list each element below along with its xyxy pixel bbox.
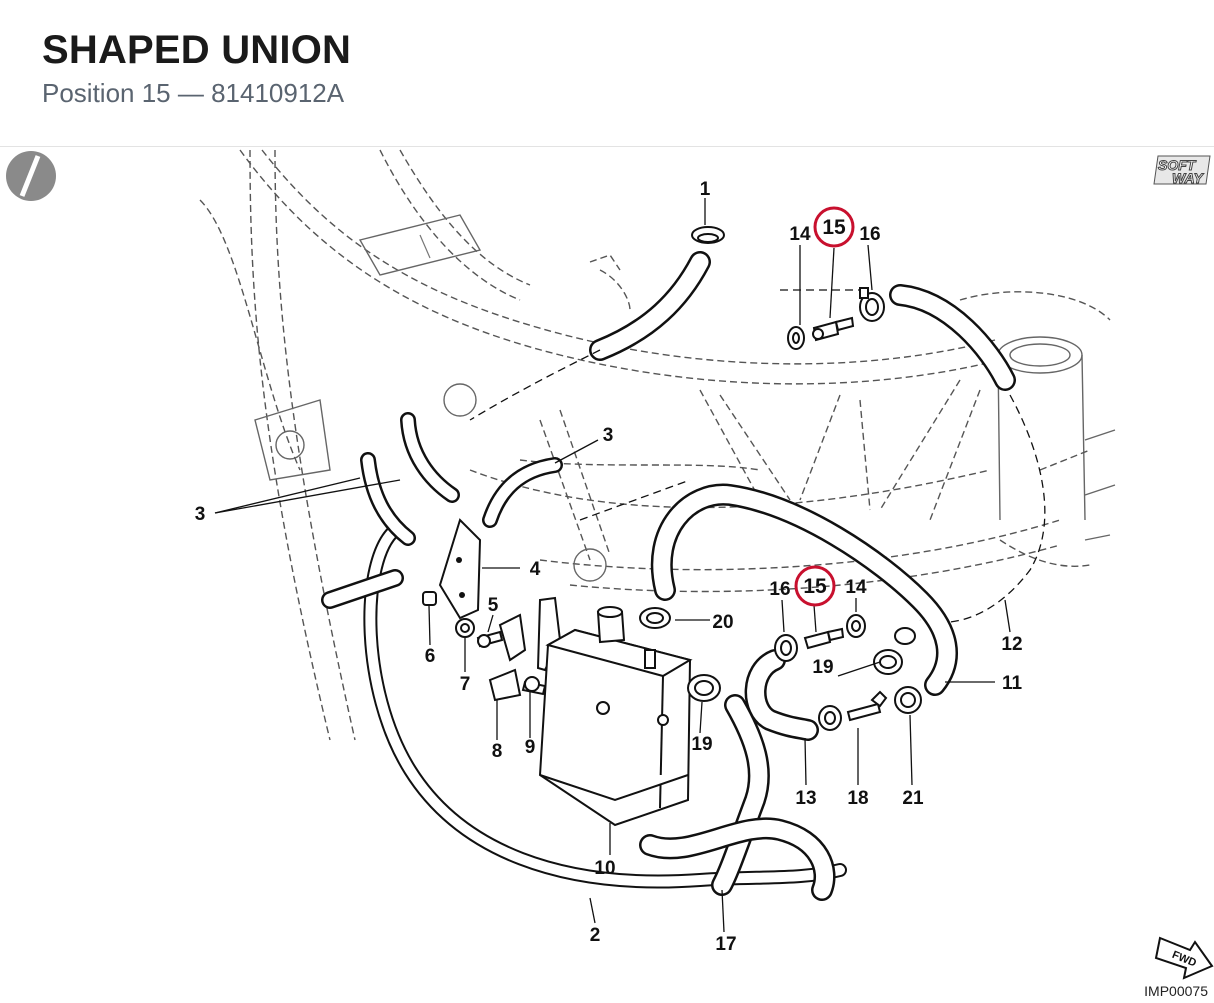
label-1[interactable]: 1 — [700, 179, 711, 200]
shaped-union-15-mid[interactable] — [803, 627, 845, 650]
washer-14-top — [787, 326, 805, 350]
label-16[interactable]: 16 — [769, 579, 790, 600]
screw-5 — [476, 630, 504, 648]
label-20[interactable]: 20 — [712, 612, 733, 633]
logo-text-soft: SOFT — [1158, 157, 1197, 173]
hose-2 — [363, 523, 847, 889]
label-18[interactable]: 18 — [847, 788, 868, 809]
label-13[interactable]: 13 — [795, 788, 816, 809]
highlight-ring-15-top — [813, 206, 855, 248]
hose-1-upper — [589, 251, 711, 361]
motorcycle-frame-outline — [199, 149, 1116, 741]
label-5[interactable]: 5 — [488, 595, 499, 616]
bracket-3-a — [400, 412, 460, 503]
label-21[interactable]: 21 — [902, 788, 924, 809]
plate-4 — [438, 518, 482, 620]
canister-10 — [538, 606, 693, 827]
softway-logo: SOFT WAY — [1153, 155, 1211, 187]
clamp-21 — [894, 686, 922, 714]
label-8[interactable]: 8 — [492, 741, 503, 762]
hose-11 — [650, 483, 958, 696]
image-code: IMP00075 — [1144, 983, 1208, 999]
label-17[interactable]: 17 — [715, 934, 736, 955]
exploded-parts-diagram: 1 14 15 16 3 3 4 5 6 7 8 9 10 11 12 13 1… — [0, 147, 1214, 1003]
label-16[interactable]: 16 — [859, 224, 880, 245]
hose-12 — [889, 284, 1046, 624]
diagram-svg: 1 14 15 16 3 3 4 5 6 7 8 9 10 11 12 13 1… — [6, 149, 1214, 999]
label-3[interactable]: 3 — [603, 425, 614, 446]
clamp-16-top — [859, 287, 885, 322]
bracket-3-c — [482, 457, 563, 528]
bracket-8 — [488, 596, 562, 702]
label-14[interactable]: 14 — [845, 577, 867, 598]
hose-13 — [744, 649, 819, 741]
label-10[interactable]: 10 — [594, 858, 615, 879]
label-11[interactable]: 11 — [1002, 673, 1023, 694]
fitting-18 — [818, 690, 888, 731]
label-12[interactable]: 12 — [1001, 634, 1022, 655]
screw-9 — [521, 676, 547, 696]
label-3[interactable]: 3 — [195, 504, 206, 525]
callout-labels: 1 14 15 16 3 3 4 5 6 7 8 9 10 11 12 13 1… — [195, 179, 1023, 955]
washer-14-mid — [846, 614, 866, 638]
label-7[interactable]: 7 — [460, 674, 471, 695]
nut-6 — [422, 591, 437, 606]
label-6[interactable]: 6 — [425, 646, 436, 667]
clamp-16-mid — [774, 634, 798, 662]
clamp-19-canister — [687, 674, 721, 702]
steering-head — [959, 291, 1116, 541]
shaped-union-15-top[interactable] — [812, 316, 855, 342]
highlight-ring-15-mid — [794, 565, 836, 607]
guide-line — [579, 479, 691, 521]
hose-end-11 — [894, 627, 916, 645]
logo-text-way: WAY — [1172, 170, 1205, 186]
label-2[interactable]: 2 — [590, 925, 601, 946]
spacer-7 — [455, 618, 475, 638]
label-19[interactable]: 19 — [691, 734, 712, 755]
clamp-1 — [691, 226, 725, 244]
leader-lines — [214, 198, 1011, 933]
fwd-arrow-icon: FWD — [1154, 936, 1214, 980]
label-19[interactable]: 19 — [812, 657, 833, 678]
bracket-3-b — [360, 452, 416, 546]
pipe-left — [321, 569, 404, 609]
diagram-badge-icon — [6, 151, 56, 201]
hose-17 — [639, 694, 836, 901]
clamp-19-mid — [873, 649, 903, 675]
label-4[interactable]: 4 — [530, 559, 541, 580]
page-header: SHAPED UNION Position 15 — 81410912A — [0, 0, 1214, 147]
page-subtitle: Position 15 — 81410912A — [42, 78, 345, 108]
label-9[interactable]: 9 — [525, 737, 536, 758]
guide-line — [469, 349, 601, 421]
label-15[interactable]: 15 — [803, 575, 827, 598]
clamp-20 — [639, 607, 671, 629]
label-14[interactable]: 14 — [789, 224, 811, 245]
label-15[interactable]: 15 — [822, 216, 846, 239]
page-title: SHAPED UNION — [42, 28, 352, 72]
